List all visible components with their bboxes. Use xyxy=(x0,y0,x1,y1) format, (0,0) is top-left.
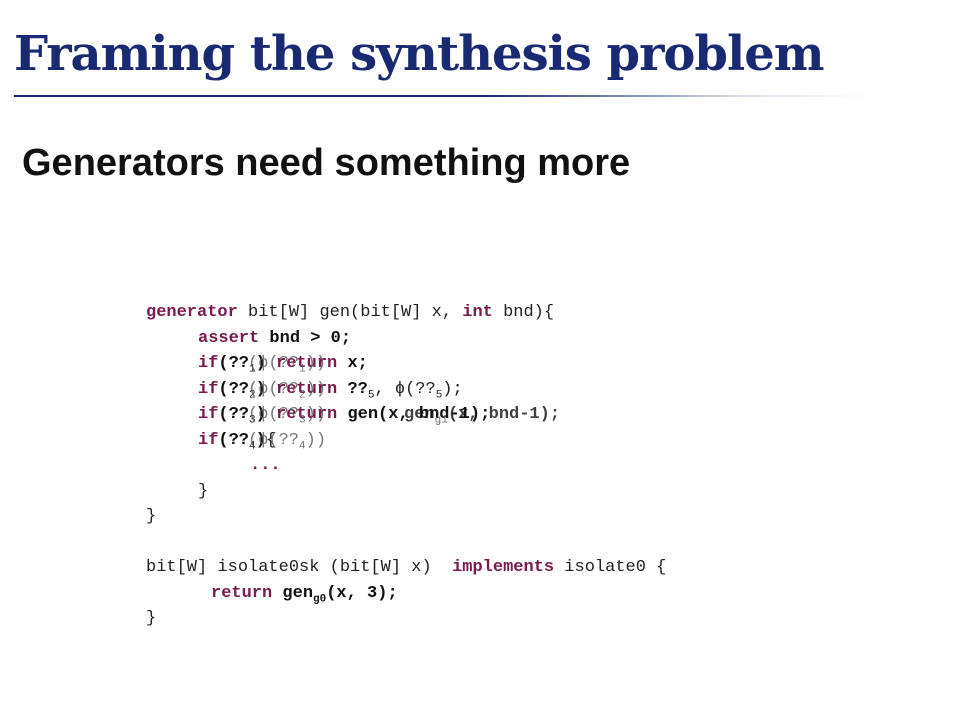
hole-index: 2 xyxy=(249,388,256,401)
code-blank-line xyxy=(146,530,666,556)
code-line-6: if(??4){(ϕ(??4)) xyxy=(146,428,666,454)
slide-title: Framing the synthesis problem xyxy=(14,26,825,82)
keyword-generator: generator xyxy=(146,303,238,322)
keyword-int: int xyxy=(462,303,493,322)
code-line-2: assert bnd > 0; xyxy=(146,326,666,352)
code-text: isolate0 { xyxy=(554,558,667,577)
code-block: generator bit[W] gen(bit[W] x, int bnd){… xyxy=(146,300,666,632)
keyword-if: if xyxy=(198,405,219,424)
code-line-8: } xyxy=(146,479,666,505)
code-line-9: } xyxy=(146,504,666,530)
ellipsis: ... xyxy=(250,456,281,475)
code-text: bit[W] isolate0sk (bit[W] x) xyxy=(146,558,453,577)
overlay-phi-cond: (ϕ(??1)) xyxy=(248,354,327,376)
code-line-5: if(??3) return gen(x, bnd-1); (ϕ(??3)) gen… xyxy=(146,402,666,428)
slide-subtitle: Generators need something more xyxy=(22,142,631,184)
code-text: ) xyxy=(255,430,266,450)
code-text: ) xyxy=(255,379,266,399)
code-line-4: if(??2) return ??5, ϕ(??5);(ϕ(??2)) xyxy=(146,377,666,403)
code-text: , ϕ(?? xyxy=(374,379,436,399)
code-text: gen xyxy=(272,583,314,603)
keyword-return: return xyxy=(276,379,338,399)
keyword-return: return xyxy=(276,405,338,424)
code-text: bit[W] gen(bit[W] x, xyxy=(237,303,463,322)
closing-brace: } xyxy=(198,481,209,501)
keyword-assert: assert xyxy=(198,328,260,348)
code-line-1: generator bit[W] gen(bit[W] x, int bnd){ xyxy=(146,300,666,326)
code-text: ) xyxy=(255,354,266,373)
hole-index: 1 xyxy=(249,363,256,376)
code-text: { xyxy=(265,430,277,450)
keyword-if: if xyxy=(198,430,219,450)
keyword-return: return xyxy=(276,354,338,373)
generator-index: g0 xyxy=(313,592,327,605)
code-text: bnd){ xyxy=(492,303,555,322)
overlay-phi-cond: (ϕ(??3)) xyxy=(248,405,327,427)
code-line-3: if(??1) return x; (ϕ(??1)) xyxy=(146,351,666,377)
code-text: (?? xyxy=(218,405,250,424)
code-text: ?? xyxy=(337,379,368,399)
overlay-phi-cond: (ϕ(??2)) xyxy=(248,379,327,401)
code-line-12: return geng0(x, 3); xyxy=(146,581,666,607)
code-text: ); xyxy=(442,379,463,399)
closing-brace: } xyxy=(146,507,157,526)
code-text: (?? xyxy=(218,354,250,373)
code-text: ) xyxy=(255,405,266,424)
hole-index: 4 xyxy=(249,439,256,452)
hole-index: 5 xyxy=(367,388,375,401)
keyword-return: return xyxy=(211,583,273,603)
code-text: gen(x, bnd-1); xyxy=(337,405,491,424)
code-text: bnd > 0; xyxy=(259,328,352,348)
closing-brace: } xyxy=(146,609,157,628)
keyword-if: if xyxy=(198,379,219,399)
code-text: (?? xyxy=(218,430,250,450)
keyword-if: if xyxy=(198,354,219,373)
code-line-13: } xyxy=(146,606,666,632)
keyword-implements: implements xyxy=(452,558,555,577)
overlay-gen-call: geng1(x, bnd-1); xyxy=(404,405,561,427)
title-underline xyxy=(14,95,874,97)
code-text: x; xyxy=(337,354,368,373)
code-line-11: bit[W] isolate0sk (bit[W] x) implements … xyxy=(146,555,666,581)
code-text: (x, 3); xyxy=(326,583,398,603)
code-text: (?? xyxy=(218,379,250,399)
hole-index: 5 xyxy=(435,388,443,401)
overlay-phi-cond: (ϕ(??4)) xyxy=(248,430,327,452)
code-line-7: ... xyxy=(146,453,666,479)
hole-index: 3 xyxy=(249,414,256,427)
